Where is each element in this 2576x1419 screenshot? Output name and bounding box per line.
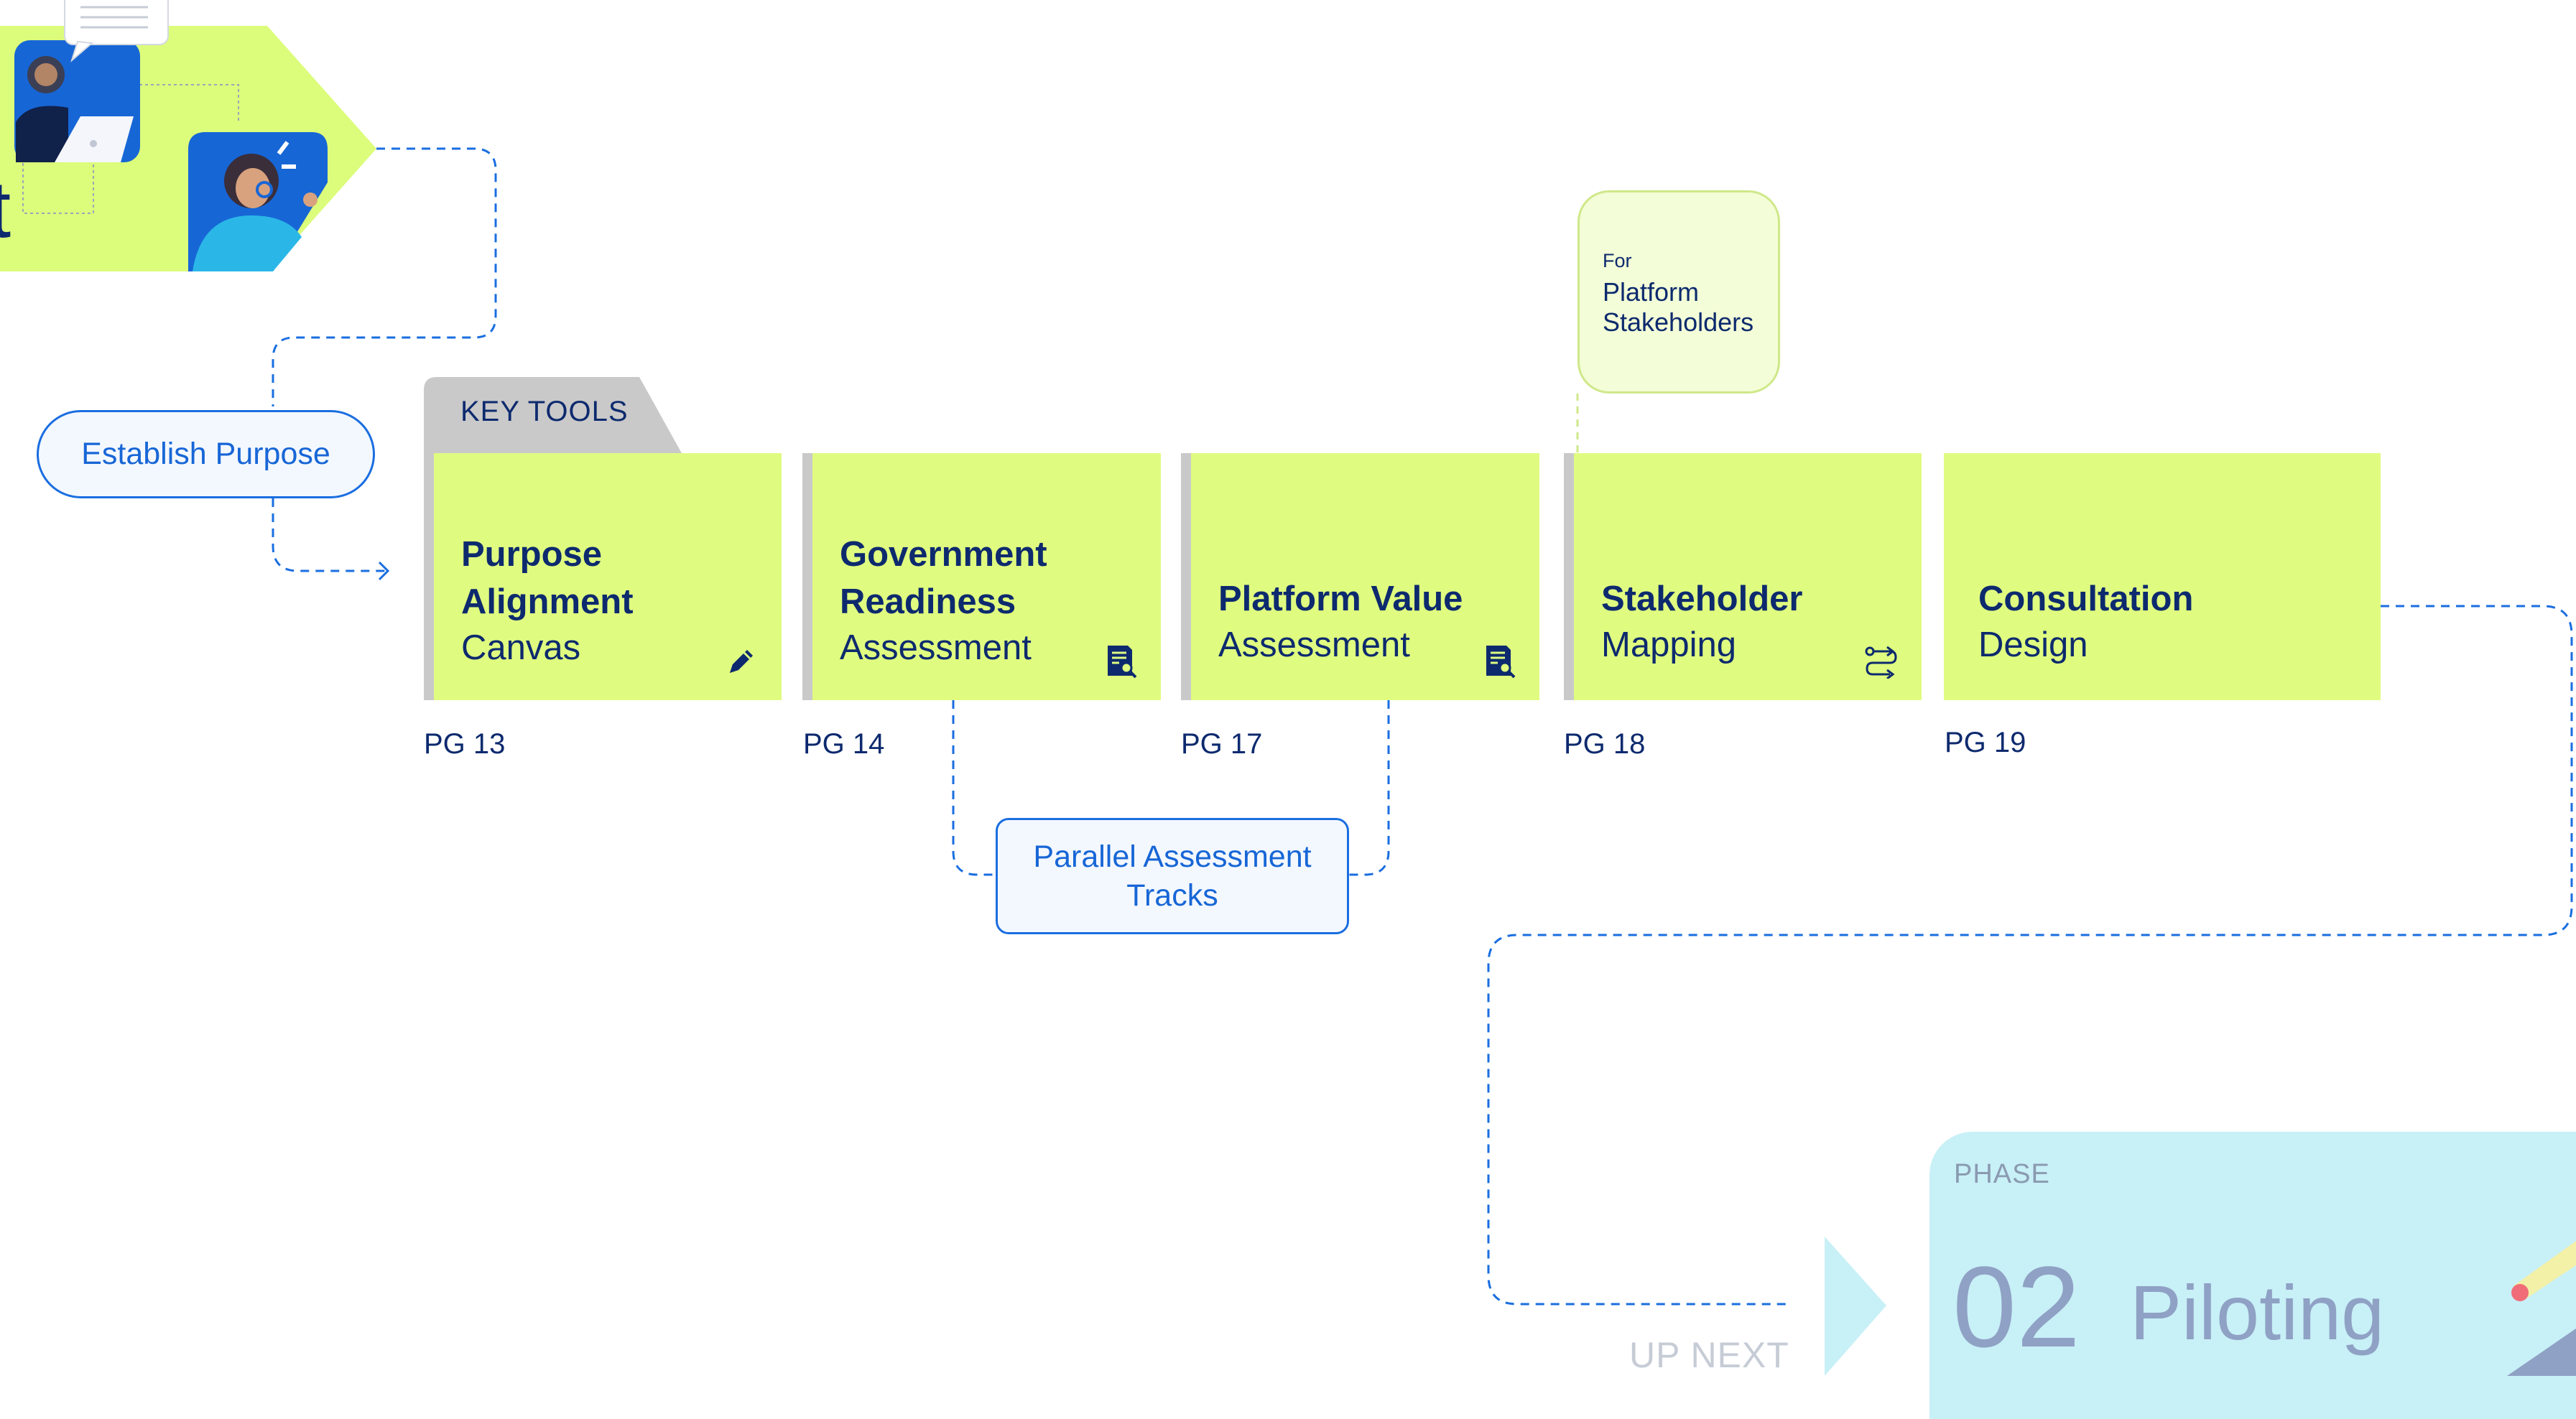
stakeholder-callout: For Platform Stakeholders (1577, 190, 1780, 394)
tool-card-platform-value[interactable]: Platform Value Assessment (1181, 453, 1539, 700)
hero-banner (0, 0, 376, 271)
tool-subtitle: Design (1978, 625, 2088, 664)
connector-value-to-parallel (1349, 700, 1390, 876)
up-next-label: UP NEXT (1629, 1335, 1789, 1375)
arrow-head-icon (378, 561, 390, 581)
tool-subtitle: Assessment (1218, 625, 1410, 664)
tool-title: Platform Value (1218, 580, 1463, 618)
phase-label: PHASE (1954, 1159, 2050, 1189)
pencil-illustration-icon (2507, 1241, 2576, 1376)
tool-card-consultation-design[interactable]: Consultation Design (1944, 453, 2381, 700)
tool-title: Government Readiness (840, 535, 1047, 621)
pencil-icon (730, 650, 753, 673)
tool-card-government-readiness[interactable]: Government Readiness Assessment (802, 453, 1161, 700)
person-laptop-icon (14, 40, 140, 162)
hero-title-fragment: t (0, 167, 11, 253)
key-tools-label: KEY TOOLS (460, 396, 629, 427)
page-ref-purpose[interactable]: PG 13 (424, 728, 506, 760)
page-ref-stakeholder[interactable]: PG 18 (1564, 728, 1646, 760)
document-search-icon (1486, 646, 1516, 679)
tool-title: Purpose Alignment (461, 535, 634, 621)
next-phase-panel[interactable] (1929, 1132, 2576, 1419)
callout-audience: Platform Stakeholders (1603, 277, 1754, 337)
connector-purpose-to-tools (272, 498, 385, 572)
tool-card-stakeholder-mapping[interactable]: Stakeholder Mapping (1564, 453, 1922, 700)
flow-connectors (272, 147, 2573, 1306)
connector-hero-to-purpose (272, 147, 497, 406)
connector-readiness-to-parallel (952, 700, 996, 876)
page-ref-value[interactable]: PG 17 (1181, 728, 1263, 760)
page-ref-readiness[interactable]: PG 14 (803, 728, 885, 760)
tool-subtitle: Assessment (840, 628, 1032, 667)
tool-title: Consultation (1978, 580, 2194, 618)
tool-card-purpose-alignment[interactable]: Purpose Alignment Canvas (424, 453, 782, 700)
tool-subtitle: Mapping (1601, 625, 1736, 664)
establish-purpose-pill[interactable]: Establish Purpose (37, 410, 375, 498)
tool-title: Stakeholder (1601, 580, 1803, 618)
speech-bubble-icon (64, 0, 169, 63)
callout-for-label: For (1603, 250, 1632, 271)
parallel-tracks-box[interactable]: Parallel Assessment Tracks (996, 818, 1349, 934)
person-headset-icon (188, 132, 328, 271)
key-tools-tab (424, 377, 682, 455)
phase-name: Piloting (2130, 1269, 2385, 1356)
tool-subtitle: Canvas (461, 628, 581, 667)
page-ref-consultation[interactable]: PG 19 (1945, 727, 2026, 758)
phase-number: 02 (1952, 1242, 2080, 1371)
route-icon (1865, 646, 1897, 679)
next-phase-chevron (1825, 1237, 1886, 1376)
document-search-icon (1108, 646, 1137, 679)
